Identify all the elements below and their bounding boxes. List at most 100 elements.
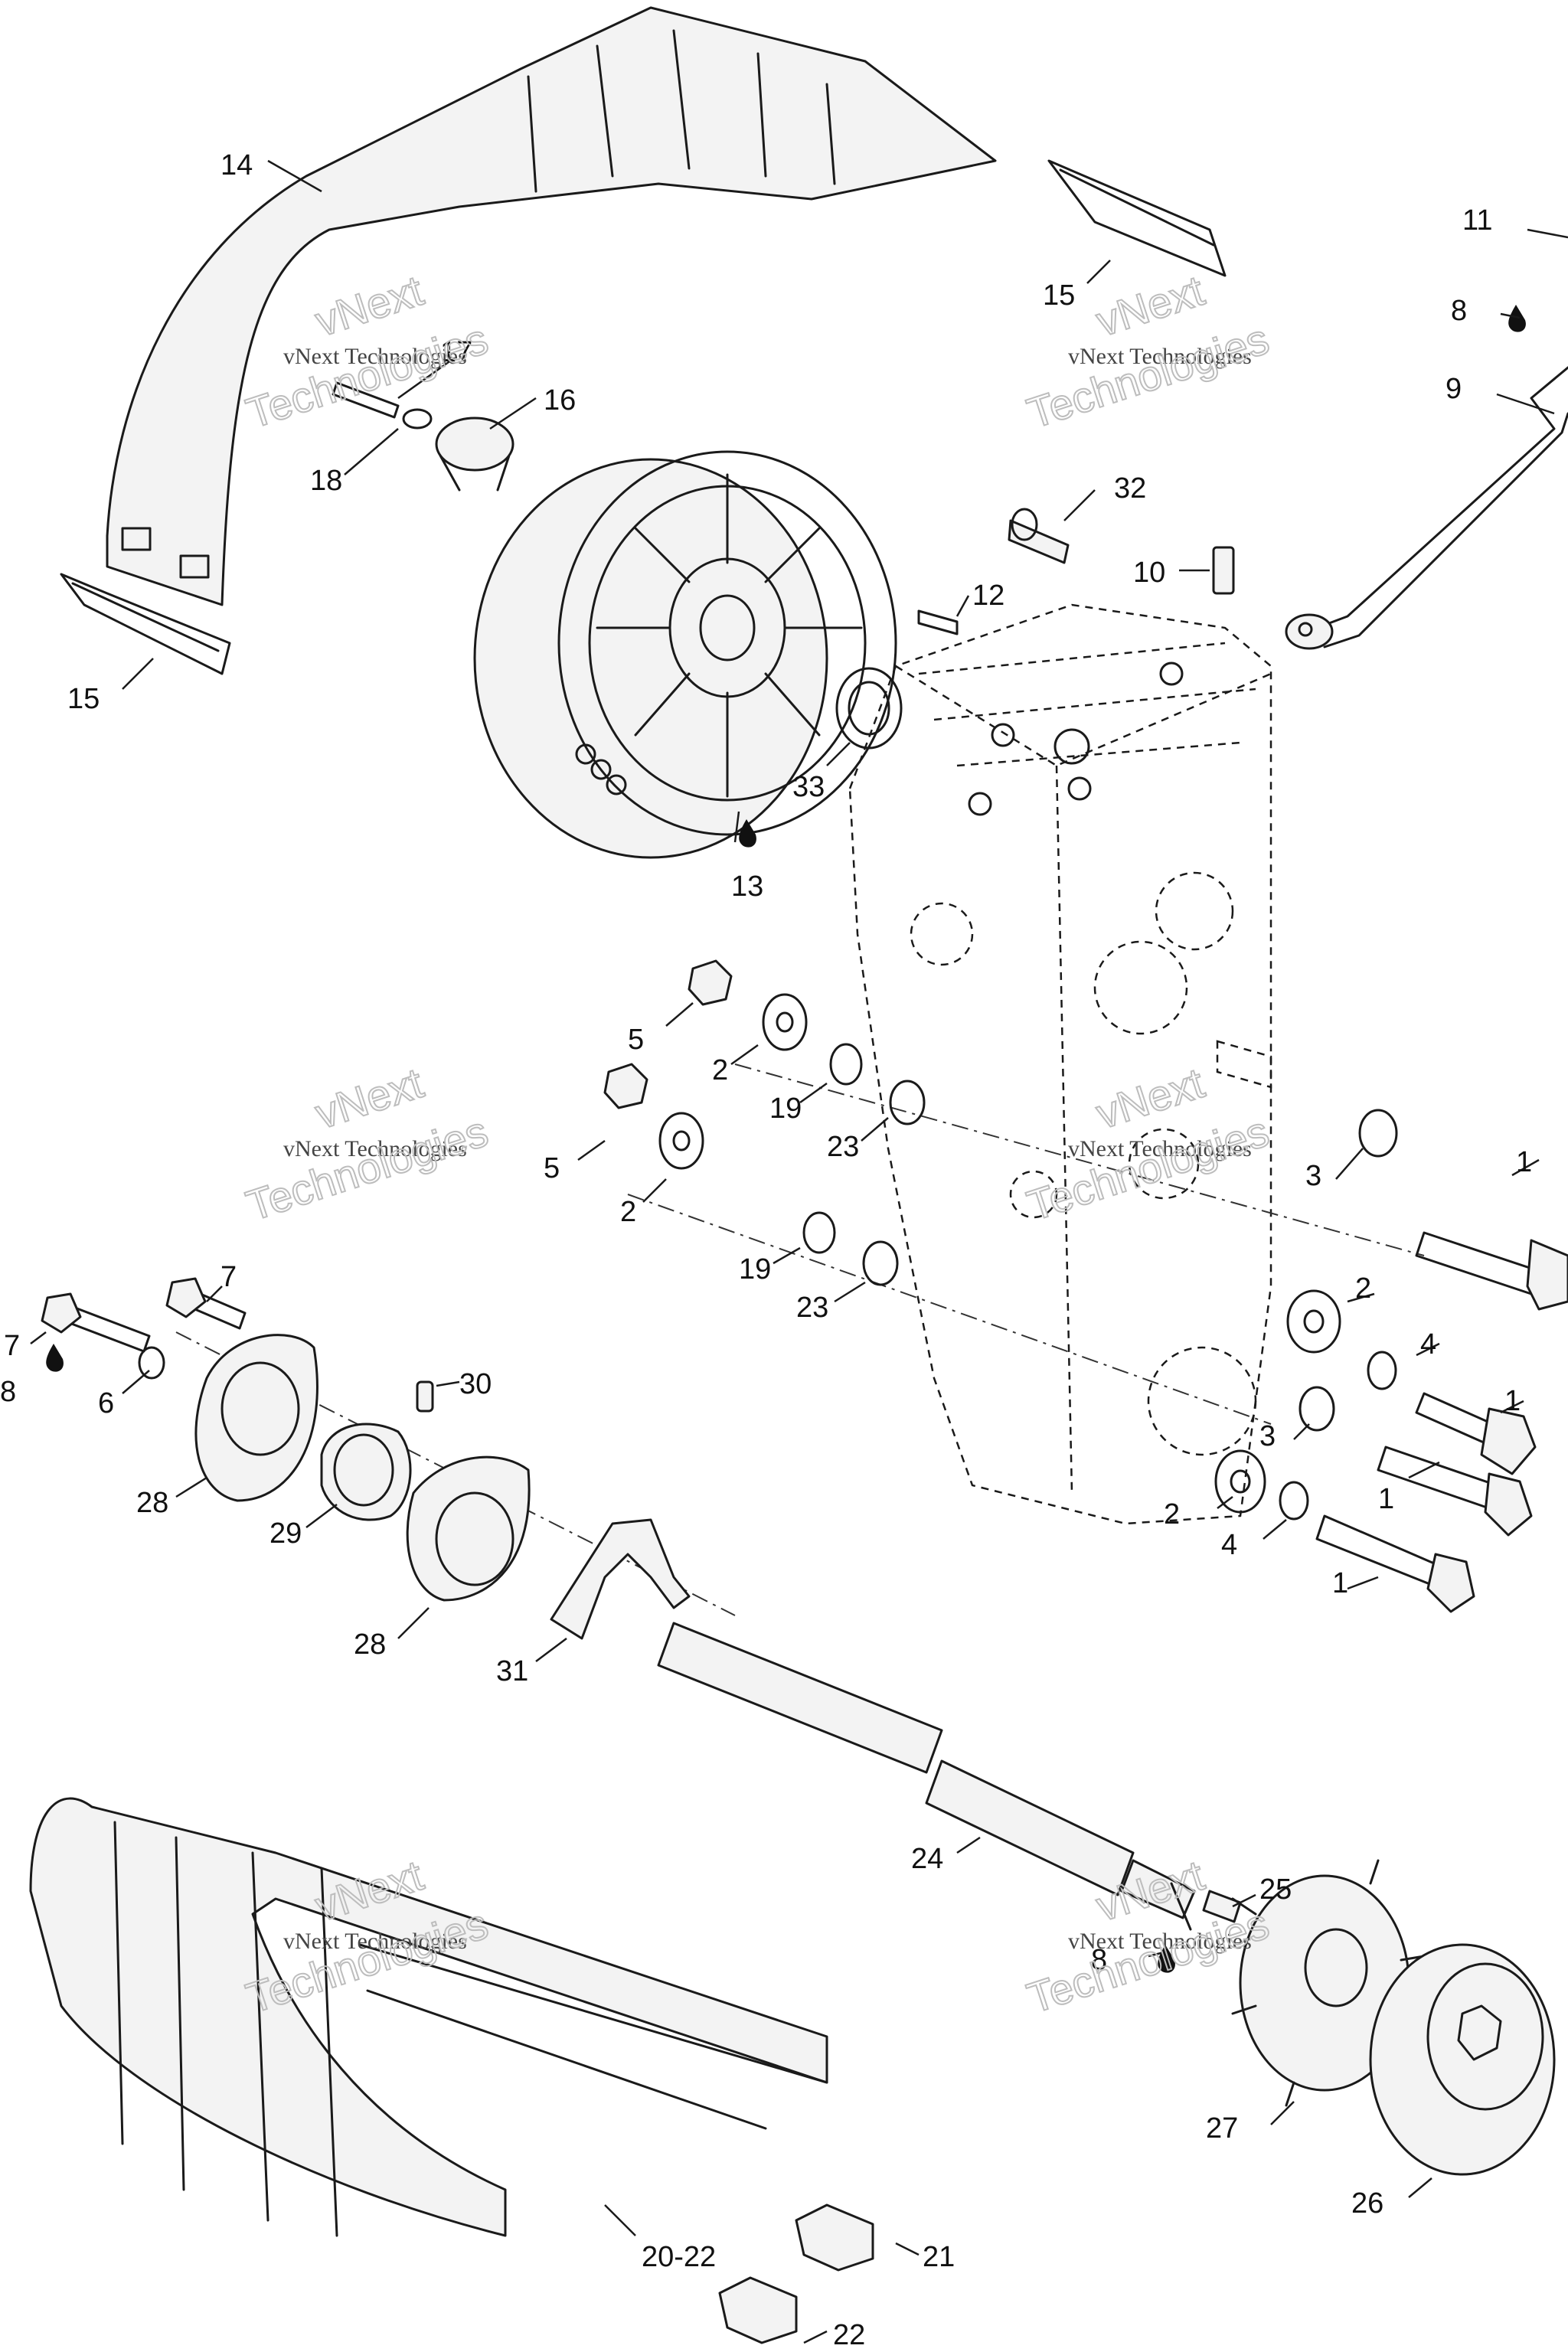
callout-25: 25 [1259,1873,1292,1906]
callout-2: 2 [712,1054,728,1086]
watermark-text: vNext Technologies [1068,344,1252,369]
callout-18: 18 [310,465,342,497]
callout-20-22: 20-22 [642,2241,716,2273]
part-14-cover [106,6,997,606]
callout-22: 22 [833,2319,865,2351]
callout-30: 30 [459,1368,492,1400]
callout-29: 29 [270,1517,302,1550]
callout-9: 9 [1446,373,1462,405]
callout-4: 4 [1420,1328,1436,1361]
callout-14: 14 [220,149,253,181]
part-31-bracket [550,1518,691,1640]
callout-8: 8 [1091,1944,1107,1976]
callout-3: 3 [1259,1420,1276,1452]
watermark-text: Technologies [240,314,493,437]
watermark-text: vNext [1090,266,1210,345]
part-33-seal [835,667,903,750]
part-24-drive-axle [657,1622,1196,1931]
callout-28: 28 [136,1487,168,1519]
axis-line-upper [734,1063,1425,1256]
callout-1: 1 [1332,1567,1348,1599]
watermark-text: vNext Technologies [283,1929,467,1954]
callout-28: 28 [354,1628,386,1661]
lubricant-drop-icon [46,1344,64,1372]
callout-3: 3 [1305,1160,1321,1192]
callout-1: 1 [1378,1483,1394,1515]
callout-10: 10 [1133,557,1165,589]
callout-26: 26 [1351,2187,1383,2220]
watermark-text: vNext Technologies [1068,1929,1252,1954]
part-1-bolt-d [1315,1514,1475,1613]
part-10-pin [1212,546,1235,595]
watermark-text: Technologies [1021,1899,1274,2022]
part-12-key [917,609,959,635]
part-15-gasket-left [60,573,231,675]
watermark-text: vNext [1090,1058,1210,1138]
axis-line-lower [627,1194,1272,1425]
callout-32: 32 [1114,472,1146,505]
callout-12: 12 [972,580,1004,612]
part-13-driven-pulley [473,450,897,859]
lubricant-drop-icon [739,819,756,848]
callout-19: 19 [739,1253,771,1285]
lubricant-drop-icon [1158,1945,1175,1973]
part-15-gasket-right [1047,159,1227,277]
callout-33: 33 [792,771,825,803]
callout-21: 21 [923,2241,955,2273]
callout-13: 13 [731,871,763,903]
part-1-bolt-c [1377,1446,1533,1537]
callout-8: 8 [0,1376,16,1408]
part-18-washer [402,408,433,430]
watermark-text: vNext Technologies [283,344,467,369]
watermark-text: vNext [309,1058,429,1138]
callout-24: 24 [911,1843,943,1875]
callout-5: 5 [544,1152,560,1184]
watermark-text: vNext Technologies [1068,1136,1252,1161]
callout-1: 1 [1516,1146,1532,1178]
callout-5: 5 [628,1024,644,1056]
part-25-spline [1202,1890,1242,1923]
watermark-text: Technologies [240,1106,493,1230]
callout-7: 7 [220,1261,237,1293]
callout-11: 11 [1462,204,1492,237]
callout-16: 16 [544,384,576,416]
leader-lines [30,159,1568,2344]
lubricant-drop-icon [1508,305,1526,332]
callout-6: 6 [98,1387,114,1419]
part-1-bolt-b [1415,1392,1537,1475]
callout-2: 2 [1164,1498,1180,1530]
callout-23: 23 [827,1131,859,1163]
callout-7: 7 [4,1330,20,1362]
watermark-text: vNext [309,266,429,345]
callout-19: 19 [769,1093,802,1125]
callout-27: 27 [1206,2112,1238,2145]
callout-15: 15 [1043,279,1075,312]
left-hardware-stack [603,959,926,1286]
part-32-clip [1008,508,1070,564]
callout-4: 4 [1221,1529,1237,1561]
part-16-bushing [435,416,514,492]
part-22-slider [718,2276,798,2344]
watermark-text: vNext Technologies [283,1136,467,1161]
callout-labels: 14 15 15 17 16 18 13 33 32 10 12 11 8 9 … [0,149,1532,2351]
part-20-22-track [29,1797,828,2237]
callout-31: 31 [496,1655,528,1687]
part-27-sprocket [1231,1859,1426,2107]
callout-23: 23 [796,1292,828,1324]
gearbox-housing [848,603,1272,1525]
callout-2: 2 [620,1196,636,1228]
callout-1: 1 [1504,1385,1521,1417]
part-21-slider [795,2203,874,2272]
bearing-assembly [41,1277,531,1602]
callout-15: 15 [67,683,100,715]
part-9-shift-rod [1285,366,1568,650]
callout-17: 17 [440,336,472,368]
watermark-text: Technologies [1021,314,1274,437]
part-26-end-cap [1369,1943,1556,2176]
callout-2: 2 [1355,1272,1371,1305]
part-17-bolt [332,381,400,419]
callout-8: 8 [1451,295,1467,327]
washers-right [1214,1109,1398,1521]
part-1-bolt-a [1415,1231,1568,1311]
